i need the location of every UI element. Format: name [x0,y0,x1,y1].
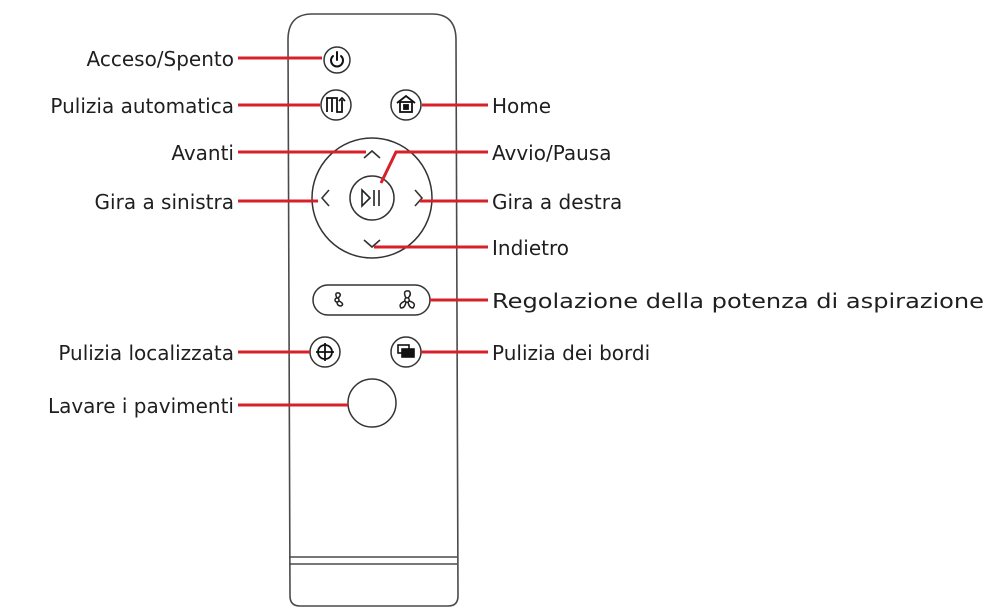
left-labels: Acceso/Spento Pulizia automatica Avanti … [48,47,234,418]
label-power: Acceso/Spento [87,47,234,71]
spot-clean-icon [316,343,334,361]
leader-lines [238,56,488,407]
power-button[interactable] [323,46,351,74]
forward-button[interactable] [363,149,381,159]
auto-clean-icon [326,96,346,113]
play-pause-icon [361,188,380,208]
label-spot-clean: Pulizia localizzata [58,341,234,365]
fan-low-icon [334,292,344,307]
play-pause-button[interactable] [349,175,395,221]
home-icon [396,94,416,113]
suction-power-button[interactable] [312,284,431,316]
turn-right-button[interactable] [414,189,424,207]
home-button[interactable] [390,89,422,121]
edge-clean-icon [397,344,415,358]
right-labels: Home Avvio/Pausa Gira a destra Indietro … [492,94,984,365]
label-forward: Avanti [171,141,234,165]
label-home: Home [492,94,551,118]
label-suction-power: Regolazione della potenza di aspirazione [492,289,984,313]
label-auto-clean: Pulizia automatica [50,94,234,118]
label-turn-right: Gira a destra [492,190,622,214]
label-mop-floor: Lavare i pavimenti [48,394,234,418]
spot-clean-button[interactable] [309,336,341,368]
auto-clean-button[interactable] [320,89,352,121]
label-turn-left: Gira a sinistra [95,190,234,214]
edge-clean-button[interactable] [390,336,422,368]
label-edge-clean: Pulizia dei bordi [492,341,650,365]
label-play-pause: Avvio/Pausa [492,141,611,165]
turn-left-button[interactable] [320,189,330,207]
label-backward: Indietro [492,236,569,260]
backward-button[interactable] [363,239,381,249]
leader-play-pause [379,150,488,184]
direction-pad [311,137,433,259]
remote-body [287,13,459,607]
fan-high-icon [399,290,416,309]
mop-floor-button[interactable] [347,378,397,428]
power-icon [330,51,344,68]
